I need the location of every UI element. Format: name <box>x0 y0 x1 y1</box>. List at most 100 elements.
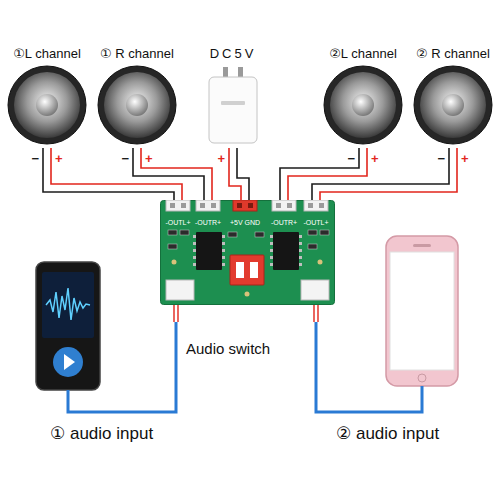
input-jack <box>166 280 194 300</box>
wire <box>280 148 359 200</box>
voltage-label: DC5V <box>210 46 257 62</box>
waveform <box>46 288 90 320</box>
chip-pin <box>270 235 273 238</box>
smd-part <box>228 232 237 237</box>
polarity-sign: + <box>217 153 225 165</box>
dip-toggle <box>236 262 244 278</box>
wire-pair <box>43 148 182 200</box>
adapter-body <box>209 77 257 143</box>
chip-pin <box>270 242 273 245</box>
dip-toggle <box>250 262 258 278</box>
smd-part <box>168 244 177 249</box>
signal-wire <box>174 305 178 322</box>
caption-label: Audio switch <box>186 340 270 358</box>
board: -OUTL+ -OUTR+ +5V GND -OUTR+ -OUTL+ <box>160 200 335 305</box>
speaker: ② R channel <box>408 46 498 148</box>
smd-part <box>168 230 177 235</box>
polarity-sign: + <box>371 153 379 165</box>
player-screen <box>42 272 94 338</box>
speaker-cap <box>442 94 464 116</box>
chip-pin <box>193 242 196 245</box>
wire <box>51 148 182 200</box>
header-pin <box>170 203 175 208</box>
label: Audio switch <box>186 340 270 358</box>
speaker-cap <box>352 94 374 116</box>
polarity-sign: − <box>347 153 355 165</box>
channel-label: ① R channel <box>100 46 174 62</box>
via <box>245 292 250 297</box>
header-pin <box>287 203 292 208</box>
speaker: ① R channel <box>92 46 182 148</box>
adapter: DC5V <box>203 46 263 148</box>
header-pin <box>319 203 324 208</box>
pin-label: +5V GND <box>230 219 260 227</box>
header-connector <box>196 200 220 211</box>
wire <box>141 148 212 200</box>
chip-pin <box>299 249 302 252</box>
wire-pair <box>229 148 249 200</box>
via <box>172 260 177 265</box>
speaker-cone <box>14 72 80 138</box>
header-pin <box>248 203 253 208</box>
speaker-symbol <box>413 65 493 145</box>
header-connector <box>304 200 328 211</box>
play-button <box>53 347 83 377</box>
speaker: ①L channel <box>2 46 92 148</box>
wire <box>320 148 457 200</box>
pin-label: -OUTL+ <box>303 219 328 227</box>
polarity-sign: − <box>437 153 445 165</box>
power-adapter <box>203 65 263 145</box>
label: + <box>55 149 63 167</box>
chip-pin <box>270 249 273 252</box>
pin-label: -OUTL+ <box>165 219 190 227</box>
chip-pin <box>299 242 302 245</box>
caption-label: ② audio input <box>336 424 439 444</box>
header-pin <box>181 203 186 208</box>
speaker-cap <box>126 94 148 116</box>
chip-pin <box>299 263 302 266</box>
input-jack <box>301 280 329 300</box>
header-connector <box>233 200 257 211</box>
label: − <box>437 149 445 167</box>
smartphone <box>386 236 458 386</box>
header-connector <box>166 200 190 211</box>
chip-pin <box>222 249 225 252</box>
wire-pair <box>133 148 212 200</box>
pin-label: +5V GND <box>230 213 260 229</box>
polarity-sign: − <box>31 153 39 165</box>
phone-body <box>386 236 458 386</box>
audio-cable <box>68 305 422 412</box>
label: + <box>145 149 153 167</box>
channel-label: ② R channel <box>416 46 490 62</box>
label: ② audio input <box>336 424 439 444</box>
chip-pin <box>222 235 225 238</box>
label: + <box>371 149 379 167</box>
smd-part <box>308 230 317 235</box>
wire <box>312 148 449 200</box>
dip-switch <box>230 255 264 285</box>
label: − <box>121 149 129 167</box>
pin-label: -OUTR+ <box>195 219 221 227</box>
pin-label: -OUTR+ <box>271 213 297 229</box>
chip-pin <box>299 256 302 259</box>
speaker-frame <box>414 66 492 144</box>
pin-label: -OUTL+ <box>165 213 190 229</box>
label: ① audio input <box>50 424 153 444</box>
header-pin <box>308 203 313 208</box>
adapter-logo <box>221 101 245 105</box>
speaker-cone <box>420 72 486 138</box>
chip-pin <box>193 256 196 259</box>
label: + <box>461 149 469 167</box>
wire <box>43 148 174 200</box>
label: + <box>217 149 225 167</box>
signal-wire <box>314 305 318 322</box>
wire <box>237 148 249 200</box>
smd-part <box>180 230 189 235</box>
amplifier-chip <box>196 232 222 270</box>
channel-label: ②L channel <box>329 46 397 62</box>
amplifier-chip <box>273 232 299 270</box>
blue-cable <box>316 322 422 412</box>
pin-label: -OUTR+ <box>195 213 221 229</box>
polarity-sign: + <box>55 153 63 165</box>
plug-prong <box>223 67 228 78</box>
